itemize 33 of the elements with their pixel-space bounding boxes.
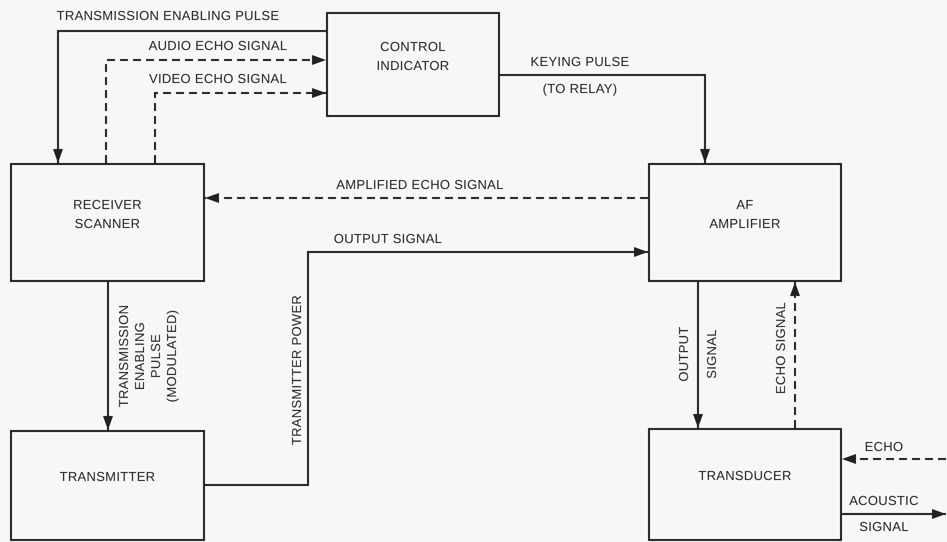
- block-label: RECEIVER SCANNER: [72, 196, 143, 232]
- edge-label: AMPLIFIED ECHO SIGNAL: [335, 177, 505, 193]
- edge-label: KEYING PULSE (TO RELAY): [530, 53, 630, 98]
- arrow: [500, 74, 710, 163]
- arrow: [693, 282, 703, 428]
- edge-label: TRANSMISSION ENABLING PULSE (MODULATED): [116, 304, 180, 408]
- arrow: [103, 282, 113, 430]
- edge-label: OUTPUT SIGNAL: [675, 325, 720, 384]
- arrow: [205, 193, 648, 203]
- block-label: TRANSDUCER: [698, 467, 792, 485]
- edge-label: VIDEO ECHO SIGNAL: [148, 71, 288, 87]
- block-label: CONTROL INDICATOR: [375, 38, 450, 74]
- block-box: [10, 430, 205, 541]
- edge-label: ECHO SIGNAL: [773, 300, 789, 396]
- signal-label: TRANSMITTER POWER: [289, 294, 305, 448]
- block-label: AF AMPLIFIER: [708, 196, 782, 232]
- edge-label: ECHO: [864, 439, 904, 455]
- block-box: [648, 428, 842, 541]
- edge-label: TRANSMISSION ENABLING PULSE: [56, 8, 280, 24]
- block-box: [10, 163, 205, 282]
- arrow: [154, 88, 326, 163]
- arrow: [842, 509, 946, 519]
- block-box: [326, 12, 500, 117]
- edge-label: AUDIO ECHO SIGNAL: [148, 38, 288, 54]
- edge-label: ACOUSTIC SIGNAL: [848, 492, 920, 536]
- edge-label: OUTPUT SIGNAL: [332, 231, 444, 247]
- arrow: [205, 247, 648, 486]
- arrow: [53, 30, 326, 163]
- block-label: TRANSMITTER: [60, 468, 156, 486]
- arrow: [105, 55, 326, 163]
- arrow: [790, 282, 800, 428]
- arrow: [842, 454, 946, 464]
- block-box: [648, 163, 842, 282]
